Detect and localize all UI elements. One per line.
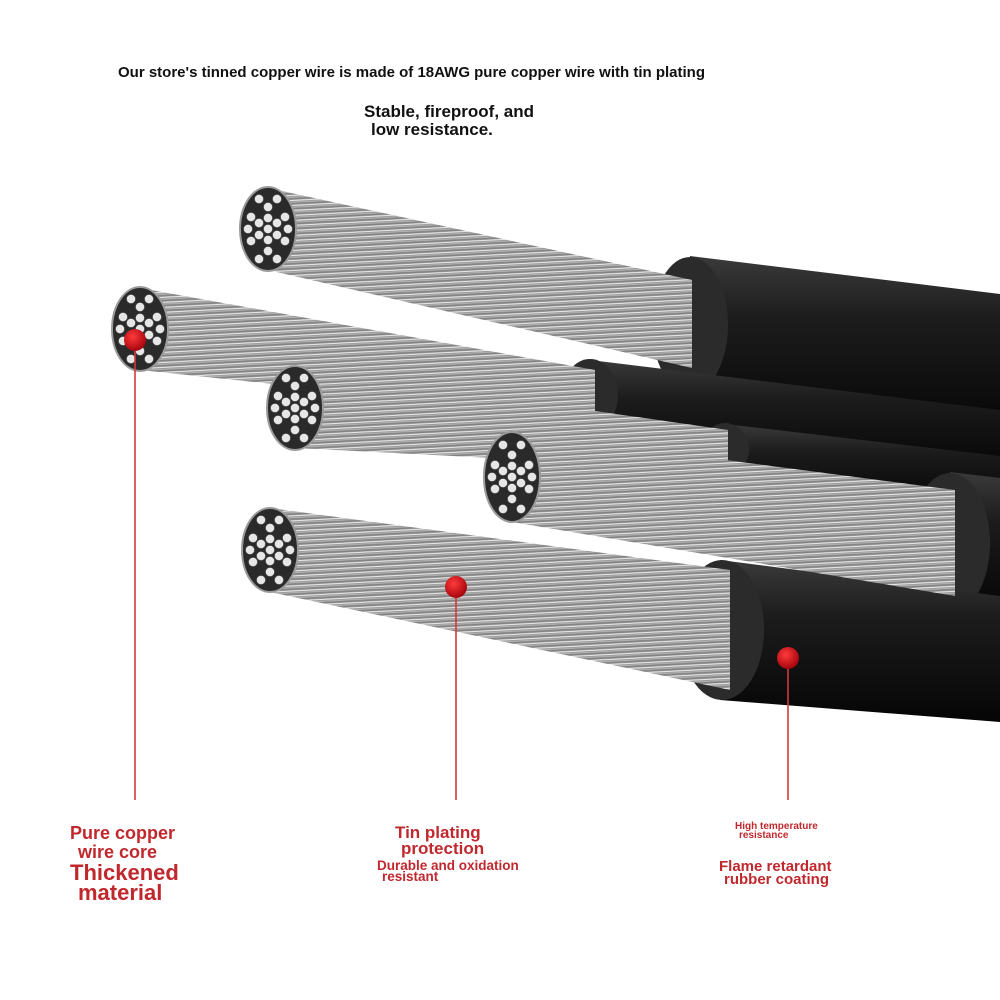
callout-coating-line-3: Flame retardant <box>719 858 832 875</box>
callout-coating-line-1: High temperature <box>735 821 818 832</box>
callout-coating-line-4: rubber coating <box>724 871 830 888</box>
callout-dot-icon <box>124 329 146 351</box>
strand-bundles <box>140 188 955 690</box>
callout-core-line-4: material <box>78 880 163 905</box>
callout-tin-line-1: Tin plating <box>395 823 481 842</box>
callout-core-line-2: wire core <box>78 842 158 862</box>
headline: Our store's tinned copper wire is made o… <box>118 64 705 81</box>
strand-ends <box>111 186 541 593</box>
callout-core-line-1: Pure copper <box>70 823 176 843</box>
wire-jacket-2 <box>590 360 1000 470</box>
strand-bundle-2 <box>140 288 595 418</box>
callout-dot-icon <box>445 576 467 598</box>
strand-bundle-4 <box>512 432 955 596</box>
subline-1: Stable, fireproof, and <box>364 102 535 121</box>
callout-tin-line-4: resistant <box>382 869 439 884</box>
subline-2: low resistance. <box>371 120 493 139</box>
strand-bundle-3 <box>295 368 728 470</box>
strand-bundle-5 <box>270 508 730 690</box>
callout-tin-line-2: protection <box>401 839 485 858</box>
callout-dot-icon <box>777 647 799 669</box>
callout-coating-line-2: resistance <box>739 830 789 841</box>
callout-core-line-3: Thickened <box>70 860 179 885</box>
callout-tin-line-3: Durable and oxidation <box>377 858 519 873</box>
wire-jacket-5 <box>720 560 1000 722</box>
strand-bundle-1 <box>268 188 692 368</box>
